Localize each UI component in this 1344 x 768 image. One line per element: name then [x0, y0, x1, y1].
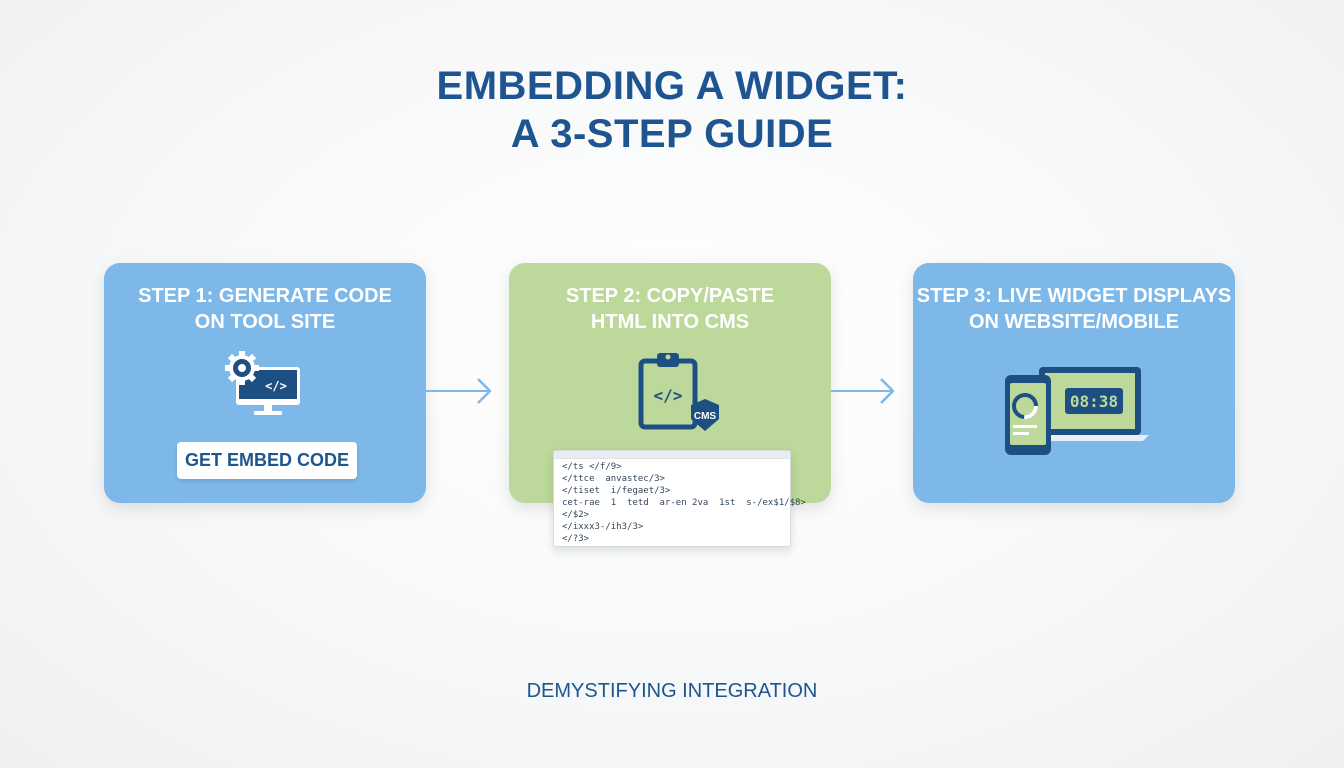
- code-snippet-panel: </ts </f/9> </ttce anvastec/3> </tiset i…: [553, 450, 806, 547]
- laptop-phone-widget-icon: 08:38: [1005, 367, 1149, 455]
- step-2-title-line-2: HTML INTO CMS: [590, 311, 750, 333]
- step-3-title-line-1: STEP 3: LIVE WIDGET DISPLAYS: [916, 285, 1232, 307]
- code-line: </tiset i/fegaet/3>: [562, 486, 671, 496]
- code-line: cet-rae 1 tetd ar-en 2va 1st s-/ex$1/$8>: [562, 498, 806, 508]
- code-line: </ts </f/9>: [562, 462, 622, 472]
- step-2-code-symbol: </>: [654, 386, 683, 405]
- cms-badge-label: CMS: [694, 411, 717, 422]
- footer-tagline: DEMYSTIFYING INTEGRATION: [526, 680, 818, 702]
- step-3-card: STEP 3: LIVE WIDGET DISPLAYS ON WEBSITE/…: [913, 263, 1235, 503]
- code-line: </ixxx3-/ih3/3>: [562, 522, 644, 532]
- code-line: </?3>: [562, 534, 590, 544]
- get-embed-code-button[interactable]: GET EMBED CODE: [177, 442, 357, 479]
- monitor-gear-code-icon: </>: [225, 351, 300, 415]
- title-line-1: EMBEDDING A WIDGET:: [436, 64, 908, 108]
- step-1-code-symbol: </>: [265, 379, 287, 393]
- arrow-right-icon: [831, 378, 895, 404]
- step-2-title: STEP 2: COPY/PASTE HTML INTO CMS: [509, 283, 831, 335]
- step-1-title-line-1: STEP 1: GENERATE CODE: [138, 285, 392, 307]
- code-line: </$2>: [562, 510, 590, 520]
- step-1-card: STEP 1: GENERATE CODE ON TOOL SITE </> G…: [104, 263, 426, 503]
- arrow-right-icon: [426, 378, 492, 404]
- code-line: </ttce anvastec/3>: [562, 474, 665, 484]
- cms-badge-icon: CMS: [691, 399, 719, 431]
- step-1-title-line-2: ON TOOL SITE: [194, 311, 336, 333]
- title-line-2: A 3-STEP GUIDE: [510, 112, 834, 156]
- gear-icon: [225, 351, 259, 385]
- code-snippet-header: [554, 451, 790, 459]
- clipboard-code-icon: </> CMS: [638, 353, 719, 431]
- step-3-title: STEP 3: LIVE WIDGET DISPLAYS ON WEBSITE/…: [913, 283, 1235, 335]
- clock-display: 08:38: [1070, 392, 1118, 411]
- page-title: EMBEDDING A WIDGET: A 3-STEP GUIDE: [0, 62, 1344, 158]
- step-1-title: STEP 1: GENERATE CODE ON TOOL SITE: [104, 283, 426, 335]
- step-3-title-line-2: ON WEBSITE/MOBILE: [969, 311, 1179, 333]
- step-2-title-line-1: STEP 2: COPY/PASTE: [565, 285, 775, 307]
